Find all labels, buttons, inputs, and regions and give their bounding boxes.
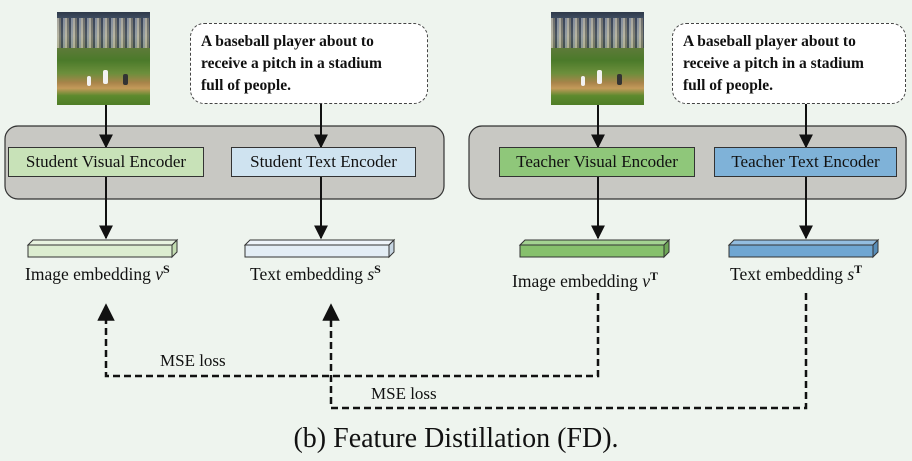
teacher-image-embedding-label: Image embedding vT	[512, 269, 659, 291]
student-image	[57, 12, 150, 105]
student-text-encoder: Student Text Encoder	[231, 147, 416, 177]
teacher-image-embedding-bar	[518, 238, 671, 259]
student-encoder-panel	[4, 125, 445, 200]
teacher-visual-encoder: Teacher Visual Encoder	[499, 147, 695, 177]
text-mse-loss-label: MSE loss	[371, 384, 437, 403]
prompt-line: A baseball player about to	[201, 33, 374, 50]
prompt-line: full of people.	[201, 77, 291, 94]
teacher-text-prompt: A baseball player about to receive a pit…	[672, 23, 906, 104]
image-mse-loss-connector	[97, 293, 600, 378]
student-visual-encoder: Student Visual Encoder	[8, 147, 204, 177]
teacher-text-embedding-label: Text embedding sT	[730, 262, 863, 284]
student-text-embedding-label: Text embedding sS	[250, 262, 381, 284]
figure-caption: (b) Feature Distillation (FD).	[293, 423, 619, 454]
student-text-prompt: A baseball player about to receive a pit…	[190, 23, 428, 104]
prompt-line: receive a pitch in a stadium	[683, 55, 864, 72]
prompt-line: A baseball player about to	[683, 33, 856, 50]
teacher-text-embedding-bar	[727, 238, 880, 259]
prompt-line: full of people.	[683, 77, 773, 94]
prompt-line: receive a pitch in a stadium	[201, 55, 382, 72]
student-image-embedding-bar	[26, 238, 179, 259]
student-image-embedding-label: Image embedding vS	[25, 262, 170, 284]
teacher-image	[551, 12, 644, 105]
student-text-embedding-bar	[243, 238, 396, 259]
text-mse-loss-connector	[322, 293, 808, 410]
image-mse-loss-label: MSE loss	[160, 351, 226, 370]
teacher-text-encoder: Teacher Text Encoder	[714, 147, 897, 177]
